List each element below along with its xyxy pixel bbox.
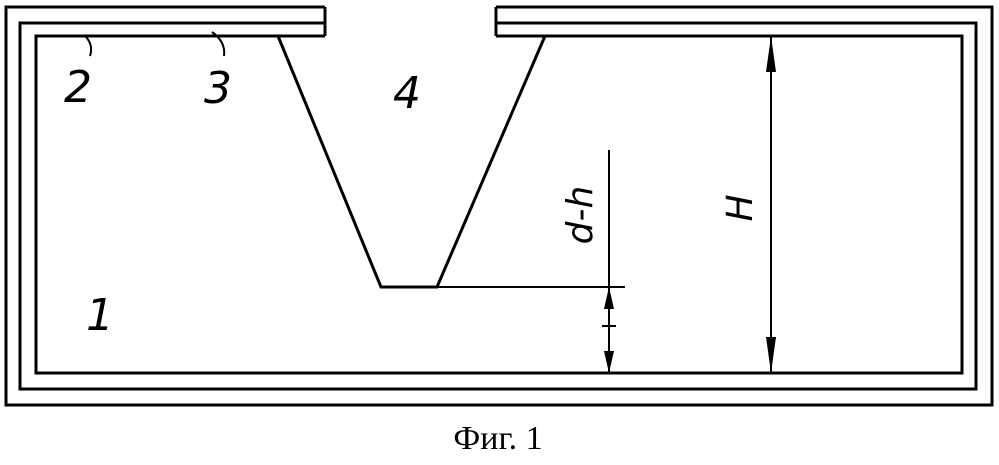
inner-wall xyxy=(36,36,962,373)
dimension-label-d-h: d-h xyxy=(560,186,601,245)
part-label-4: 4 xyxy=(393,68,421,119)
part-label-3: 3 xyxy=(204,63,232,114)
H-arrow-down xyxy=(766,337,776,373)
d-h-arrow-up xyxy=(604,287,614,309)
H-arrow-up xyxy=(766,36,776,72)
dimension-label-H: H xyxy=(720,194,761,221)
d-h-arrow-down xyxy=(604,351,614,373)
leader-line-2 xyxy=(84,35,91,56)
outer-wall xyxy=(6,7,992,405)
part-label-2: 2 xyxy=(64,62,92,113)
container-walls xyxy=(6,7,992,405)
figure-caption: Фиг. 1 xyxy=(453,420,542,457)
dimension-H xyxy=(766,36,776,373)
middle-wall xyxy=(20,23,976,389)
part-label-1: 1 xyxy=(86,290,114,341)
dimension-d-h xyxy=(602,150,616,373)
